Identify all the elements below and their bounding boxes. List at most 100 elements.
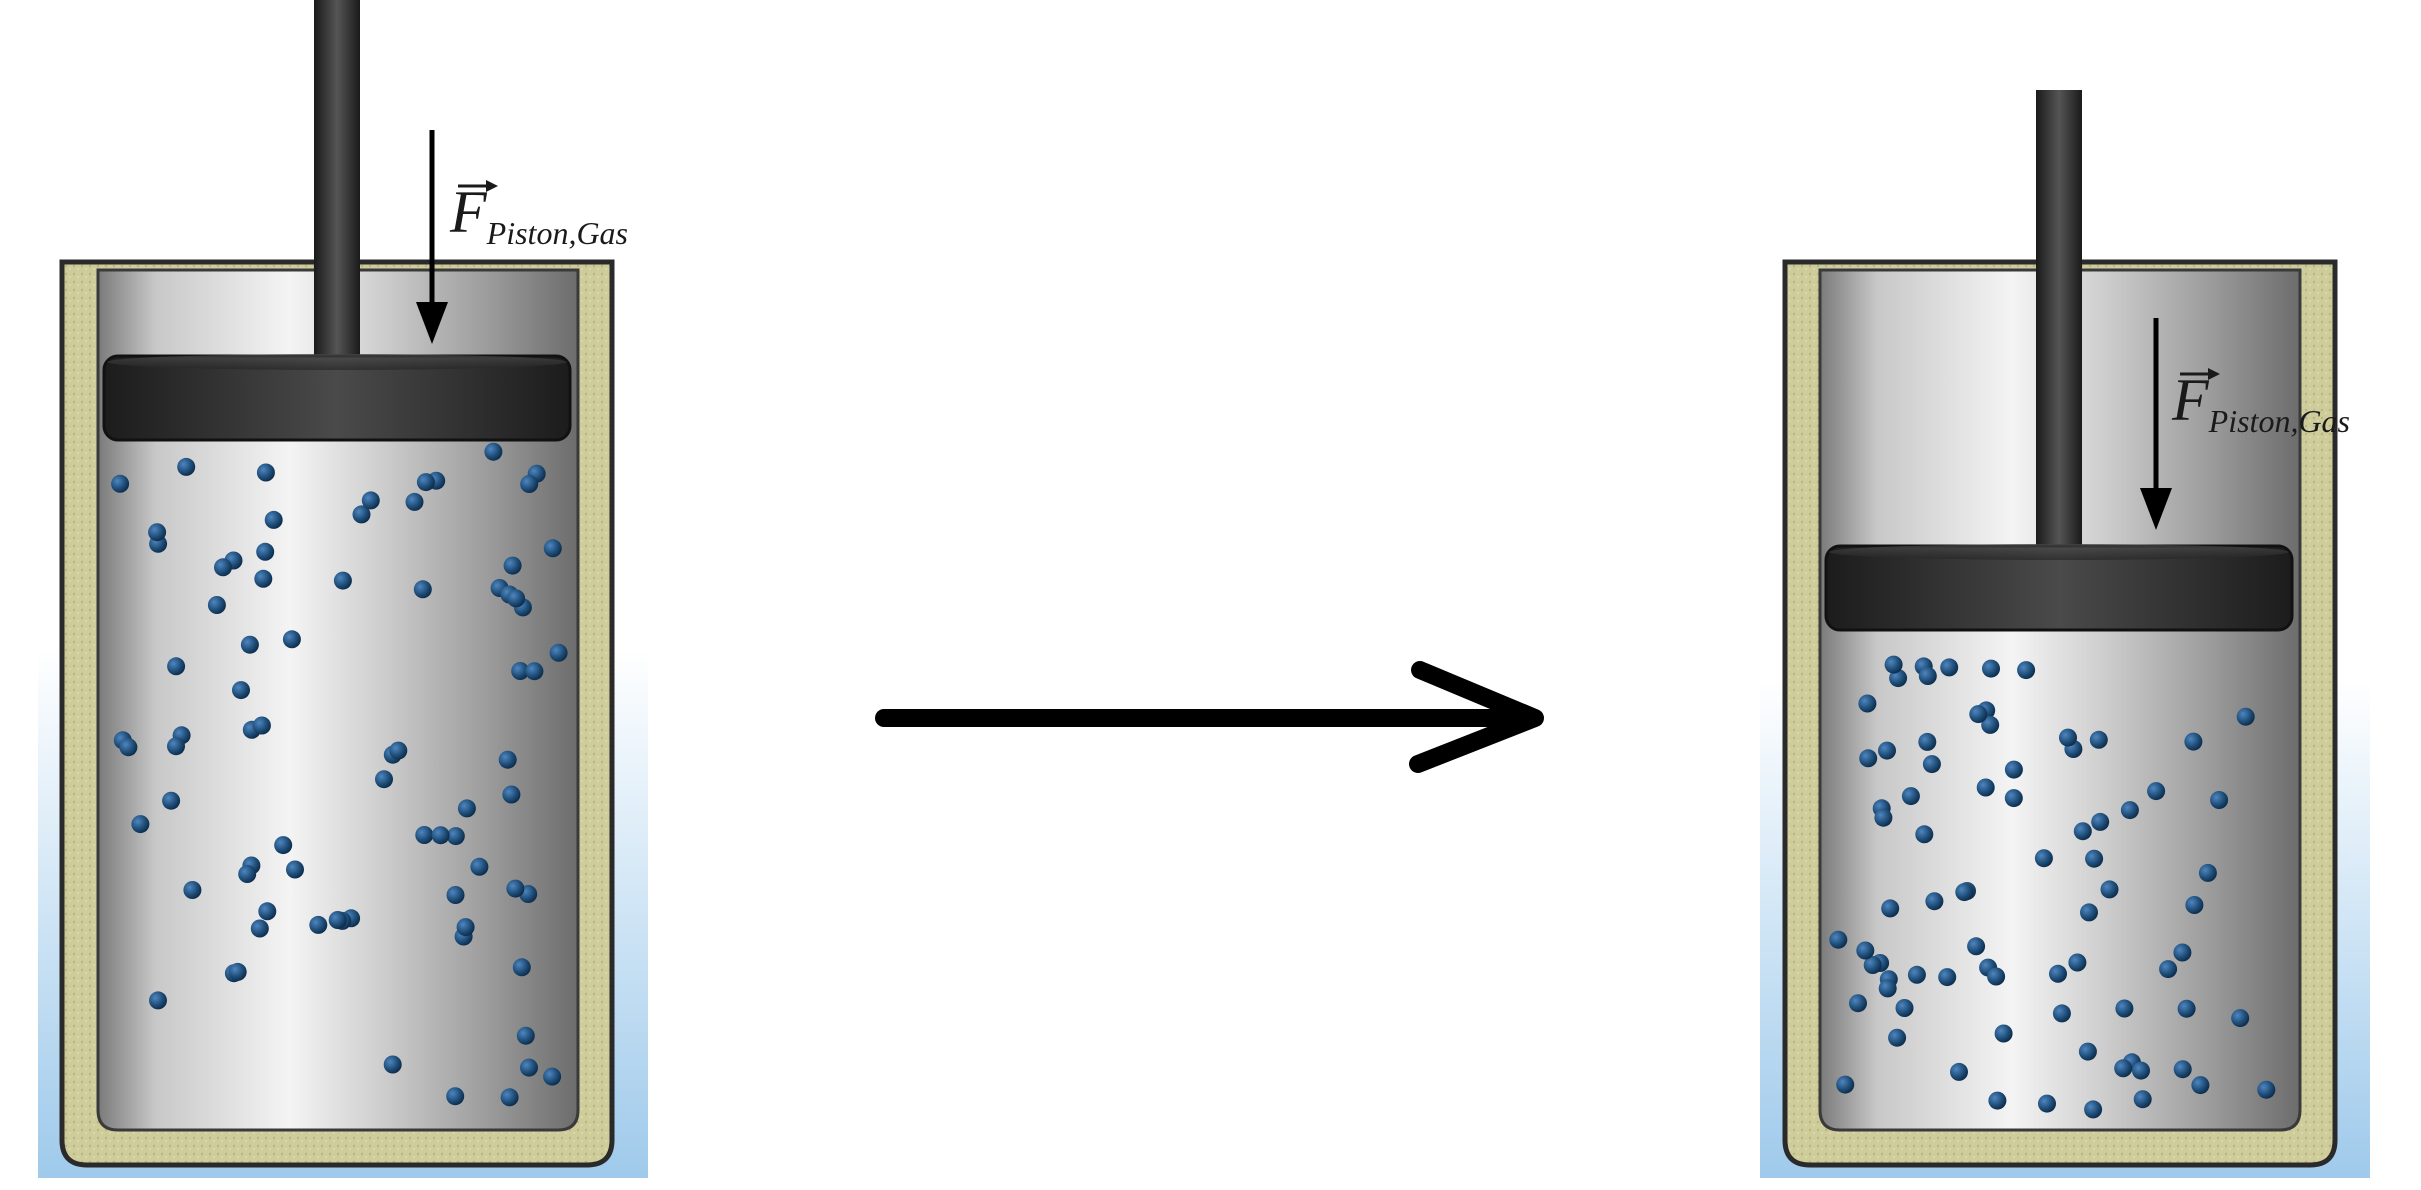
gas-molecule: [446, 1087, 465, 1106]
gas-molecule: [1881, 899, 1900, 918]
gas-molecule: [2038, 1094, 2056, 1113]
gas-molecule: [1981, 715, 2000, 734]
gas-molecule: [457, 799, 476, 818]
gas-molecule: [177, 457, 196, 476]
gas-molecule: [502, 785, 521, 804]
gas-molecule: [416, 473, 435, 492]
right-force-symbol: F: [2171, 367, 2210, 433]
gas-molecule: [1955, 883, 1974, 902]
gas-molecule: [2120, 801, 2139, 820]
gas-molecule: [470, 857, 489, 876]
gas-molecule: [2191, 1076, 2210, 1095]
gas-molecule: [446, 827, 465, 846]
right-piston: [1824, 544, 2294, 632]
gas-molecule: [1918, 732, 1937, 751]
gas-molecule: [2177, 999, 2196, 1018]
gas-molecule: [361, 491, 380, 510]
left-force-arrow: [416, 130, 448, 344]
gas-molecule: [389, 741, 408, 760]
left-gas-molecules: [111, 442, 568, 1107]
gas-molecule: [309, 915, 328, 934]
svg-text:FPiston,Gas: FPiston,Gas: [2171, 367, 2350, 439]
gas-molecule: [2078, 1042, 2097, 1061]
gas-molecule: [1925, 892, 1944, 911]
gas-molecule: [1895, 999, 1914, 1017]
gas-molecule: [405, 492, 424, 511]
right-gas-chamber: [1818, 268, 2302, 1132]
gas-molecule: [1863, 956, 1882, 974]
gas-molecule: [2198, 863, 2217, 882]
gas-molecule: [214, 558, 232, 577]
gas-molecule: [543, 539, 562, 558]
gas-molecule: [506, 879, 525, 898]
gas-molecule: [2184, 732, 2203, 751]
gas-molecule: [1856, 941, 1875, 960]
gas-molecule: [2034, 849, 2053, 868]
gas-molecule: [2059, 728, 2077, 747]
gas-molecule: [240, 635, 259, 654]
gas-molecule: [1918, 667, 1937, 685]
gas-molecule: [413, 580, 432, 599]
gas-molecule: [2114, 1059, 2133, 1078]
gas-molecule: [543, 1067, 562, 1086]
gas-molecule: [2052, 1004, 2071, 1023]
gas-molecule: [1987, 967, 2006, 986]
left-piston: [102, 354, 572, 442]
right-gas-molecules: [1829, 655, 2276, 1119]
gas-molecule: [250, 919, 269, 938]
gas-molecule: [525, 662, 544, 681]
gas-molecule: [2073, 822, 2092, 841]
gas-molecule: [549, 643, 568, 662]
gas-molecule: [2085, 849, 2104, 868]
left-gas-chamber: [96, 268, 580, 1132]
gas-molecule: [415, 826, 434, 844]
gas-molecule: [383, 1055, 402, 1074]
gas-molecule: [2231, 1009, 2250, 1028]
right-piston-rod: [2036, 90, 2082, 552]
right-arrow-icon: [875, 661, 1544, 773]
gas-molecule: [1836, 1075, 1855, 1094]
gas-molecule: [333, 571, 352, 590]
gas-molecule: [1976, 778, 1995, 797]
gas-molecule: [1858, 694, 1877, 713]
gas-molecule: [446, 886, 465, 904]
gas-molecule: [258, 902, 277, 921]
gas-molecule: [167, 657, 186, 676]
gas-molecule: [1969, 705, 1988, 724]
gas-molecule: [254, 569, 273, 588]
gas-molecule: [1922, 755, 1941, 774]
gas-molecule: [1901, 787, 1920, 806]
gas-molecule: [2049, 964, 2067, 983]
gas-molecule: [2089, 730, 2108, 749]
gas-molecule: [507, 589, 526, 608]
right-cylinder-panel: FPiston,Gas: [1760, 70, 2370, 1178]
gas-molecule: [2084, 1100, 2103, 1119]
gas-molecule: [2017, 661, 2036, 680]
gas-molecule: [2173, 1060, 2192, 1079]
gas-molecule: [149, 991, 167, 1010]
left-piston-rod: [314, 0, 360, 362]
gas-molecule: [228, 962, 247, 981]
gas-molecule: [1874, 808, 1893, 827]
gas-molecule: [183, 881, 202, 899]
gas-molecule: [498, 750, 517, 769]
gas-molecule: [375, 770, 393, 789]
gas-molecule: [2133, 1090, 2152, 1109]
gas-molecule: [2115, 999, 2134, 1018]
svg-text:FPiston,Gas: FPiston,Gas: [449, 179, 628, 251]
gas-molecule: [1907, 965, 1926, 984]
gas-molecule: [1994, 1024, 2013, 1043]
gas-molecule: [252, 716, 271, 735]
gas-molecule: [352, 505, 371, 524]
gas-molecule: [2159, 960, 2178, 979]
down-arrow-icon: [416, 302, 448, 344]
left-force-subscript: Piston,Gas: [486, 215, 628, 251]
gas-molecule: [282, 630, 301, 649]
gas-molecule: [2080, 903, 2098, 922]
gas-molecule: [1829, 930, 1848, 949]
gas-molecule: [2068, 953, 2087, 972]
gas-molecule: [516, 1026, 535, 1045]
gas-molecule: [1884, 655, 1903, 674]
right-force-arrow: [2140, 318, 2172, 530]
